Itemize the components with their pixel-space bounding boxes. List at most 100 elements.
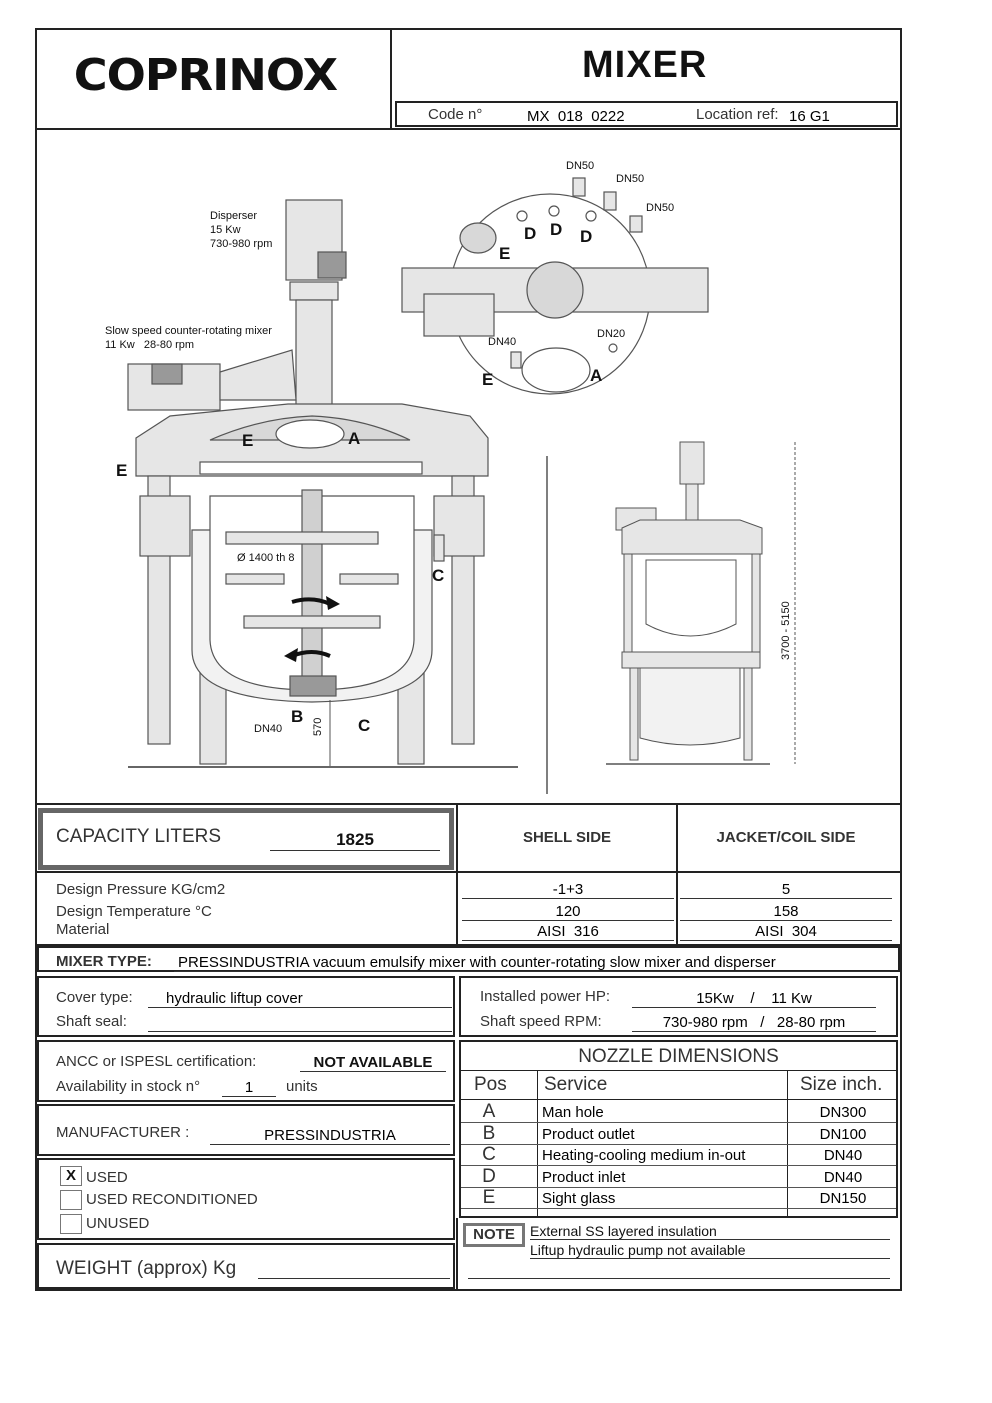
nozzle-header-rule: [461, 1099, 896, 1100]
technical-drawing: [127, 177, 796, 794]
mixer-type-value: PRESSINDUSTRIA vacuum emulsify mixer wit…: [174, 954, 890, 972]
label-d-2: D: [550, 220, 563, 239]
label-a-cover: A: [348, 429, 361, 448]
mixer-type-label: MIXER TYPE:: [56, 953, 152, 970]
label-b-bottom: B: [291, 707, 304, 726]
certification-value: NOT AVAILABLE: [300, 1054, 446, 1072]
code-row: [395, 101, 898, 127]
nozzle-dn50-1: DN50: [566, 160, 595, 172]
nozzle-title-rule: [461, 1070, 896, 1071]
nozzle-dn50-3: DN50: [646, 202, 675, 214]
certification-box: [37, 1040, 455, 1102]
jacket-material: AISI 304: [680, 923, 892, 941]
nozzle-row-rule: [461, 1144, 896, 1145]
used-checkbox[interactable]: X: [60, 1166, 82, 1186]
label-c-bottom: C: [358, 716, 371, 735]
nozzle-service: Heating-cooling medium in-out: [542, 1147, 746, 1164]
note-line-1: External SS layered insulation: [530, 1223, 890, 1240]
condition-box: [37, 1158, 455, 1240]
nozzle-pos: C: [482, 1144, 496, 1165]
page-title: MIXER: [582, 44, 708, 86]
cover-type-value: hydraulic liftup cover: [148, 990, 452, 1008]
slow-mixer-spec: 11 Kw 28-80 rpm: [105, 339, 195, 351]
shaft-seal-value: [148, 1014, 452, 1032]
capacity-label: CAPACITY LITERS: [56, 826, 222, 847]
design-pressure-label: Design Pressure KG/cm2: [56, 881, 226, 898]
nozzle-dn40-top: DN40: [488, 336, 517, 348]
nozzle-service: Product outlet: [542, 1126, 635, 1143]
code-label: Code n°: [428, 106, 483, 123]
header-bottom-rule: [35, 128, 902, 130]
used-reconditioned-label: USED RECONDITIONED: [86, 1191, 258, 1208]
unused-checkbox[interactable]: [60, 1214, 82, 1234]
used-label: USED: [86, 1169, 128, 1186]
design-divider: [456, 871, 458, 945]
company-logo: COPRINOX: [73, 50, 338, 101]
weight-value: [258, 1262, 450, 1279]
certification-label: ANCC or ISPESL certification:: [56, 1053, 257, 1070]
design-temperature-label: Design Temperature °C: [56, 903, 212, 920]
col-divider-1: [456, 805, 458, 873]
nozzle-service: Product inlet: [542, 1169, 626, 1186]
capacity-box: [38, 808, 454, 870]
nozzle-size: DN300: [819, 1104, 867, 1121]
nozzle-row-rule: [461, 1165, 896, 1166]
design-bottom-rule: [35, 944, 902, 946]
nozzle-col-divider-2: [787, 1070, 788, 1216]
material-label: Material: [56, 921, 110, 938]
units-label: units: [286, 1078, 318, 1095]
disperser-rpm: 730-980 rpm: [210, 238, 273, 250]
label-d-3: D: [580, 227, 593, 246]
code-value: MX 018 0222: [527, 108, 625, 125]
jacket-pressure: 5: [680, 881, 892, 899]
header-divider: [390, 28, 392, 130]
cover-box: [37, 976, 455, 1037]
nozzle-row-rule: [461, 1208, 896, 1209]
shaft-speed-label: Shaft speed RPM:: [480, 1013, 602, 1030]
label-a-view: A: [590, 366, 603, 385]
manufacturer-value: PRESSINDUSTRIA: [210, 1127, 450, 1145]
stock-label: Availability in stock n°: [56, 1078, 201, 1095]
nozzle-col-divider-1: [537, 1070, 538, 1216]
label-c-side: C: [432, 566, 445, 585]
height-bottom-dimension: 570: [312, 717, 324, 736]
nozzle-pos: A: [482, 1101, 496, 1122]
location-label: Location ref:: [696, 106, 779, 123]
used-reconditioned-checkbox[interactable]: [60, 1190, 82, 1210]
unused-label: UNUSED: [86, 1215, 150, 1232]
label-e-side: E: [116, 461, 128, 480]
disperser-label: Disperser: [210, 210, 258, 222]
note-line-3: [468, 1262, 890, 1279]
nozzle-size: DN40: [823, 1147, 863, 1164]
nozzle-dn20: DN20: [597, 328, 626, 340]
nozzle-header-size: Size inch.: [800, 1074, 883, 1095]
power-box: [459, 976, 898, 1037]
header-row-rule: [35, 871, 902, 873]
shell-pressure: -1+3: [462, 881, 674, 899]
capacity-value: 1825: [270, 830, 440, 851]
shell-temperature: 120: [462, 903, 674, 921]
note-line-2: Liftup hydraulic pump not available: [530, 1242, 890, 1259]
nozzle-pos: B: [482, 1123, 496, 1144]
label-d-1: D: [524, 224, 537, 243]
note-badge: NOTE: [463, 1223, 525, 1247]
shaft-speed-value: 730-980 rpm / 28-80 rpm: [632, 1014, 876, 1032]
nozzle-dn50-2: DN50: [616, 173, 645, 185]
jacket-side-header: JACKET/COIL SIDE: [716, 829, 856, 846]
nozzle-size: DN40: [823, 1169, 863, 1186]
nozzle-table: [459, 1040, 898, 1218]
nozzle-pos: E: [482, 1187, 496, 1208]
weight-box: [37, 1243, 455, 1289]
nozzle-pos: D: [482, 1166, 496, 1187]
datasheet-frame: [35, 28, 902, 1291]
label-e-top: E: [499, 244, 511, 263]
nozzle-dn40-bottom: DN40: [254, 723, 283, 735]
shell-side-header: SHELL SIDE: [522, 829, 612, 846]
nozzle-header-pos: Pos: [474, 1074, 507, 1095]
nozzle-size: DN100: [819, 1126, 867, 1143]
label-e-view: E: [482, 370, 494, 389]
jacket-temperature: 158: [680, 903, 892, 921]
installed-power-value: 15Kw / 11 Kw: [632, 990, 876, 1008]
nozzle-header-service: Service: [544, 1074, 608, 1095]
location-value: 16 G1: [789, 108, 830, 125]
